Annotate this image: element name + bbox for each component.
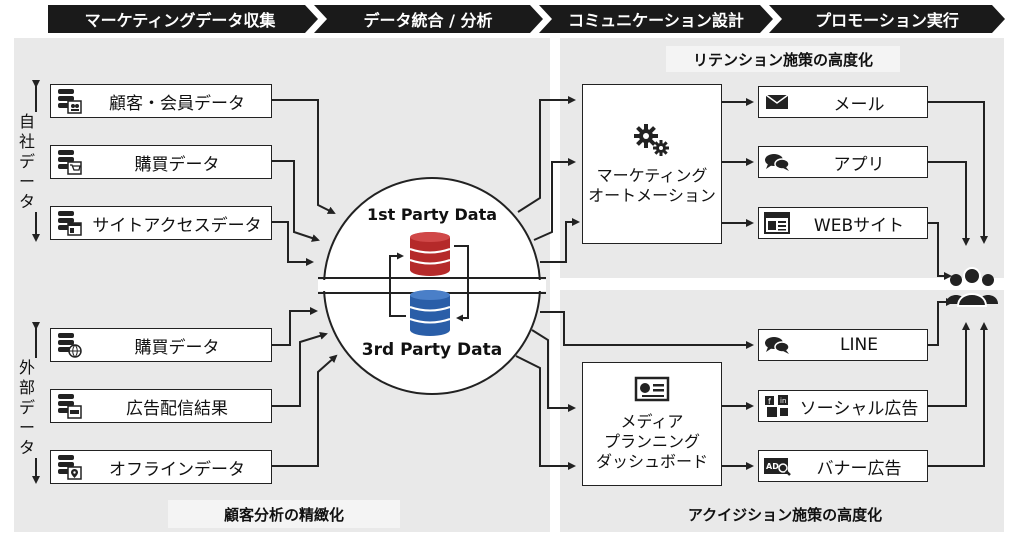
social-media-icon: f in bbox=[763, 392, 791, 420]
channel-mail-label: メール bbox=[833, 94, 885, 115]
media-planning-dashboard-hub: メディア プランニング ダッシュボード bbox=[582, 362, 722, 486]
connector-banner-customers bbox=[928, 322, 988, 467]
customer-analysis-caption: 顧客分析の精緻化 bbox=[168, 500, 400, 528]
source-customer-label: 顧客・会員データ bbox=[109, 93, 245, 114]
source-ext-purchase-data: 購買データ bbox=[50, 328, 272, 362]
connector-to-ma-3 bbox=[540, 218, 580, 263]
own-data-label: 自社データ bbox=[17, 112, 37, 212]
channel-banner-ads-label: バナー広告 bbox=[816, 458, 902, 479]
ma-hub-label-1: マーケティング bbox=[596, 166, 708, 185]
source-ad-delivery-label: 広告配信結果 bbox=[126, 398, 228, 419]
channel-social-ads-label: ソーシャル広告 bbox=[799, 398, 919, 419]
phase-label-3: コミュニケーション設計 bbox=[568, 11, 744, 30]
site-access-database-icon bbox=[55, 209, 83, 237]
source-site-access-label: サイトアクセスデータ bbox=[92, 215, 262, 236]
connector-offline bbox=[271, 354, 338, 467]
connector-line-customers bbox=[928, 298, 954, 346]
source-site-access-data: サイトアクセスデータ bbox=[50, 206, 272, 240]
connector-to-ma-2 bbox=[533, 158, 576, 241]
presentation-board-icon bbox=[634, 376, 670, 404]
phase-chevron-4 bbox=[769, 5, 1005, 33]
gears-icon bbox=[632, 122, 672, 158]
connector-to-dashboard-2 bbox=[515, 355, 576, 470]
channel-line-label: LINE bbox=[840, 335, 878, 355]
channel-mail: メール bbox=[758, 86, 928, 118]
connector-to-dashboard-1 bbox=[531, 329, 576, 412]
first-party-label: 1st Party Data bbox=[366, 205, 498, 224]
dashboard-hub-label-1: メディア bbox=[620, 412, 684, 431]
dashboard-hub-label-2: プランニング bbox=[603, 432, 700, 451]
connector-to-ma-1 bbox=[517, 96, 576, 213]
channel-social-ads: f in ソーシャル広告 bbox=[758, 390, 928, 422]
first-party-database-icon bbox=[409, 232, 451, 276]
channel-app: アプリ bbox=[758, 146, 928, 178]
banner-ad-icon: AD bbox=[763, 452, 791, 480]
connector-app-customers bbox=[928, 161, 970, 246]
external-purchase-database-icon bbox=[55, 331, 83, 359]
phase-label-2: データ統合 / 分析 bbox=[363, 11, 493, 30]
phase-chevron-1 bbox=[48, 5, 318, 33]
svg-text:AD: AD bbox=[766, 462, 779, 471]
phase-header bbox=[48, 5, 1005, 33]
dashboard-hub-label-3: ダッシュボード bbox=[595, 452, 708, 471]
source-purchase-data: 購買データ bbox=[50, 145, 272, 179]
svg-text:in: in bbox=[780, 397, 786, 405]
connector-site-access bbox=[271, 221, 314, 266]
offline-location-database-icon bbox=[55, 453, 83, 481]
phase-label-1: マーケティングデータ収集 bbox=[84, 11, 276, 30]
svg-text:f: f bbox=[768, 397, 771, 406]
ad-delivery-database-icon bbox=[55, 392, 83, 420]
channel-app-label: アプリ bbox=[833, 154, 885, 175]
channel-banner-ads: AD バナー広告 bbox=[758, 450, 928, 482]
connector-mail-customers bbox=[928, 101, 988, 244]
channel-website: WEBサイト bbox=[758, 207, 928, 239]
chat-bubbles-icon bbox=[763, 148, 791, 176]
connector-customer bbox=[271, 99, 336, 214]
exchange-arrow-left bbox=[389, 252, 406, 317]
channel-website-label: WEBサイト bbox=[813, 215, 905, 236]
source-offline-label: オフラインデータ bbox=[109, 459, 245, 480]
ma-hub-label-2: オートメーション bbox=[588, 186, 716, 205]
channel-line: LINE bbox=[758, 329, 928, 361]
phase-chevron-2 bbox=[314, 5, 543, 33]
customer-database-icon bbox=[55, 87, 83, 115]
retention-caption: リテンション施策の高度化 bbox=[666, 46, 900, 72]
external-data-label: 外部データ bbox=[17, 358, 37, 458]
connector-purchase bbox=[271, 160, 320, 242]
exchange-arrow-right bbox=[454, 245, 469, 322]
mail-icon bbox=[763, 88, 791, 116]
connector-ext-purchase bbox=[271, 307, 318, 346]
third-party-label: 3rd Party Data bbox=[361, 340, 503, 360]
connector-social-customers bbox=[928, 322, 970, 407]
source-ad-delivery-data: 広告配信結果 bbox=[50, 389, 272, 423]
third-party-database-icon bbox=[409, 290, 451, 336]
line-chat-bubbles-icon bbox=[763, 331, 791, 359]
browser-window-icon bbox=[763, 209, 791, 237]
phase-chevron-3 bbox=[539, 5, 773, 33]
source-ext-purchase-label: 購買データ bbox=[134, 337, 220, 358]
marketing-automation-hub: マーケティング オートメーション bbox=[582, 84, 722, 244]
source-customer-data: 顧客・会員データ bbox=[50, 84, 272, 118]
connector-to-line bbox=[540, 311, 754, 349]
source-purchase-label: 購買データ bbox=[134, 154, 220, 175]
phase-label-4: プロモーション実行 bbox=[815, 11, 959, 30]
acquisition-caption: アクイジション施策の高度化 bbox=[687, 505, 883, 524]
connector-ad bbox=[271, 331, 328, 407]
purchase-database-icon bbox=[55, 148, 83, 176]
source-offline-data: オフラインデータ bbox=[50, 450, 272, 484]
customers-group-icon bbox=[944, 266, 1000, 310]
connector-web-customers bbox=[928, 222, 952, 280]
